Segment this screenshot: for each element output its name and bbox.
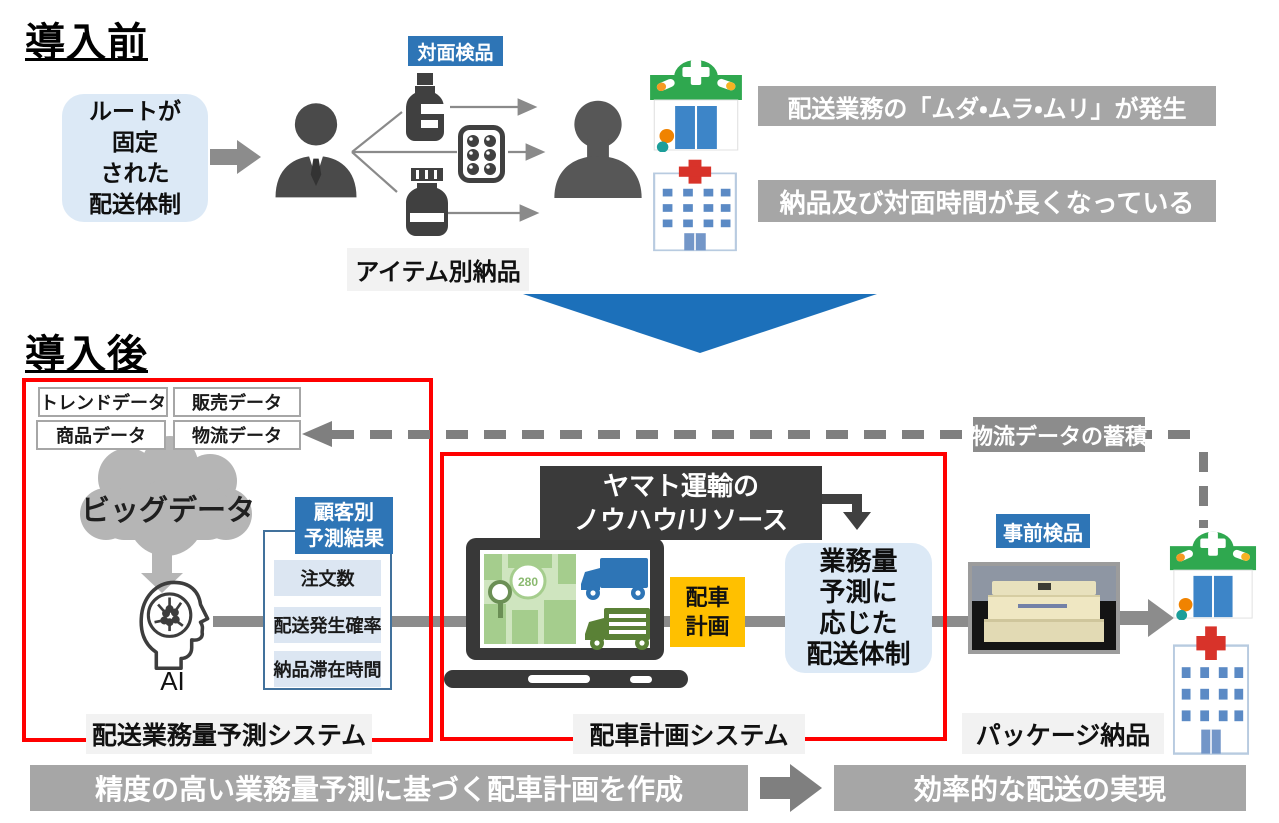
issue-bar-2: 納品及び対面時間が長くなっている <box>758 180 1216 222</box>
dispatch-plan-line: 計画 <box>685 614 730 639</box>
container-logo <box>1018 603 1068 608</box>
medicine-bottle-icon <box>406 73 446 141</box>
pill-blister-icon <box>458 125 505 183</box>
recipient-icon <box>554 100 642 198</box>
pre-inspection-tag: 事前検品 <box>996 514 1090 548</box>
arrow-right-icon <box>210 149 237 165</box>
capacity-line: 配送体制 <box>806 639 911 669</box>
ai-brain-icon <box>139 580 210 670</box>
capacity-line: 予測に <box>819 577 898 607</box>
section-title-after: 導入後 <box>25 333 148 377</box>
prediction-item: 納品滞在時間 <box>274 651 382 687</box>
data-source-box: 販売データ <box>173 387 301 417</box>
data-source-box: トレンドデータ <box>38 387 168 417</box>
knowhow-arrow-right-head-icon <box>843 512 871 530</box>
yamato-knowhow-box: ヤマト運輸の ノウハウ/リソース <box>540 466 822 540</box>
pharmacy-icon <box>650 60 742 152</box>
data-source-box: 物流データ <box>173 420 301 450</box>
feedback-dashed-line <box>332 430 1202 439</box>
dispatch-plan-line: 配車 <box>685 585 730 610</box>
summary-arrow <box>760 777 790 799</box>
container-lid-latch <box>1038 582 1052 590</box>
transition-triangle-icon <box>523 294 877 353</box>
driver-icon <box>275 103 357 198</box>
connector-line <box>930 616 972 627</box>
delivery-arrow-head-icon <box>1148 599 1174 637</box>
capacity-line: 応じた <box>819 608 898 638</box>
summary-arrow-head-icon <box>790 764 822 812</box>
system2-label: 配車計画システム <box>573 714 805 754</box>
connector-line <box>213 616 265 627</box>
item-delivery-label: アイテム別納品 <box>347 248 529 291</box>
delivery-arrow <box>1118 611 1148 625</box>
fixed-route-line: された <box>100 160 170 186</box>
knowhow-elbow-right-drop <box>852 494 862 514</box>
laptop-icon: 280 <box>444 538 688 688</box>
fixed-route-line: 配送体制 <box>89 191 181 217</box>
data-accumulation-label: 物流データの蓄積 <box>971 417 1147 452</box>
prediction-header: 顧客別 予測結果 <box>295 497 393 554</box>
pharmacy-icon <box>1169 531 1257 620</box>
hospital-icon <box>653 159 737 252</box>
capacity-line: 業務量 <box>819 546 898 576</box>
fixed-route-box: ルートが 固定 された 配送体制 <box>62 94 208 222</box>
dispatch-plan-box: 配車 計画 <box>670 577 745 647</box>
prediction-item: 配送発生確率 <box>274 607 382 643</box>
arrow-right-head-icon <box>237 140 261 174</box>
big-data-cloud-icon <box>80 436 252 556</box>
face-inspection-tag: 対面検品 <box>408 36 503 66</box>
summary-bar-right: 効率的な配送の実現 <box>834 765 1246 811</box>
item-flow-arrows <box>351 98 546 222</box>
container-photo <box>968 562 1120 654</box>
summary-bar-left: 精度の高い業務量予測に基づく配車計画を作成 <box>30 765 748 811</box>
prediction-header-line: 顧客別 <box>314 501 374 524</box>
data-source-box: 商品データ <box>36 420 166 450</box>
system1-label: 配送業務量予測システム <box>86 714 372 754</box>
big-data-label: ビッグデータ <box>80 495 255 527</box>
yamato-line: ノウハウ/リソース <box>574 505 788 535</box>
issue-bar-1: 配送業務の「ムダ・ムラ・ムリ」が発生 <box>758 86 1216 126</box>
knowhow-elbow-right <box>818 494 862 504</box>
section-title-before: 導入前 <box>25 21 148 65</box>
feedback-arrow-head-icon <box>302 421 332 447</box>
prediction-item: 注文数 <box>274 560 381 596</box>
capacity-delivery-box: 業務量 予測に 応じた 配送体制 <box>785 543 932 673</box>
ai-label: AI <box>160 666 185 696</box>
package-delivery-label: パッケージ納品 <box>962 713 1164 754</box>
medicine-jar-icon <box>406 168 448 236</box>
prediction-header-line: 予測結果 <box>304 527 384 550</box>
fixed-route-line: 固定 <box>112 129 158 155</box>
feedback-dashed-line-vertical <box>1199 452 1208 528</box>
yamato-line: ヤマト運輸の <box>602 471 759 501</box>
container-lower <box>983 618 1105 642</box>
hospital-icon <box>1172 626 1250 755</box>
fixed-route-line: ルートが <box>89 98 181 124</box>
map-route-sign: 280 <box>518 575 538 589</box>
